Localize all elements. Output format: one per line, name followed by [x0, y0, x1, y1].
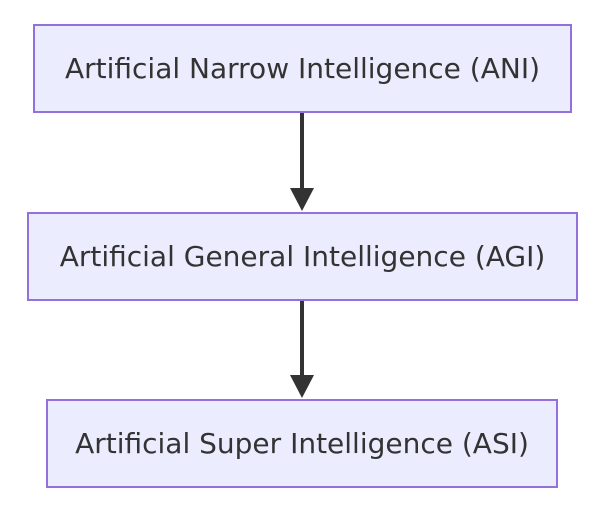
- arrow-head-icon: [290, 375, 314, 398]
- node-label: Artificial General Intelligence (AGI): [59, 240, 546, 273]
- node-label: Artificial Super Intelligence (ASI): [75, 427, 529, 460]
- node-agi: Artificial General Intelligence (AGI): [27, 212, 578, 301]
- node-label: Artificial Narrow Intelligence (ANI): [64, 52, 541, 85]
- edge-ani-to-agi: [290, 113, 314, 211]
- arrow-head-icon: [290, 188, 314, 211]
- node-ani: Artificial Narrow Intelligence (ANI): [33, 24, 572, 113]
- node-asi: Artificial Super Intelligence (ASI): [46, 399, 558, 488]
- edge-agi-to-asi: [290, 301, 314, 398]
